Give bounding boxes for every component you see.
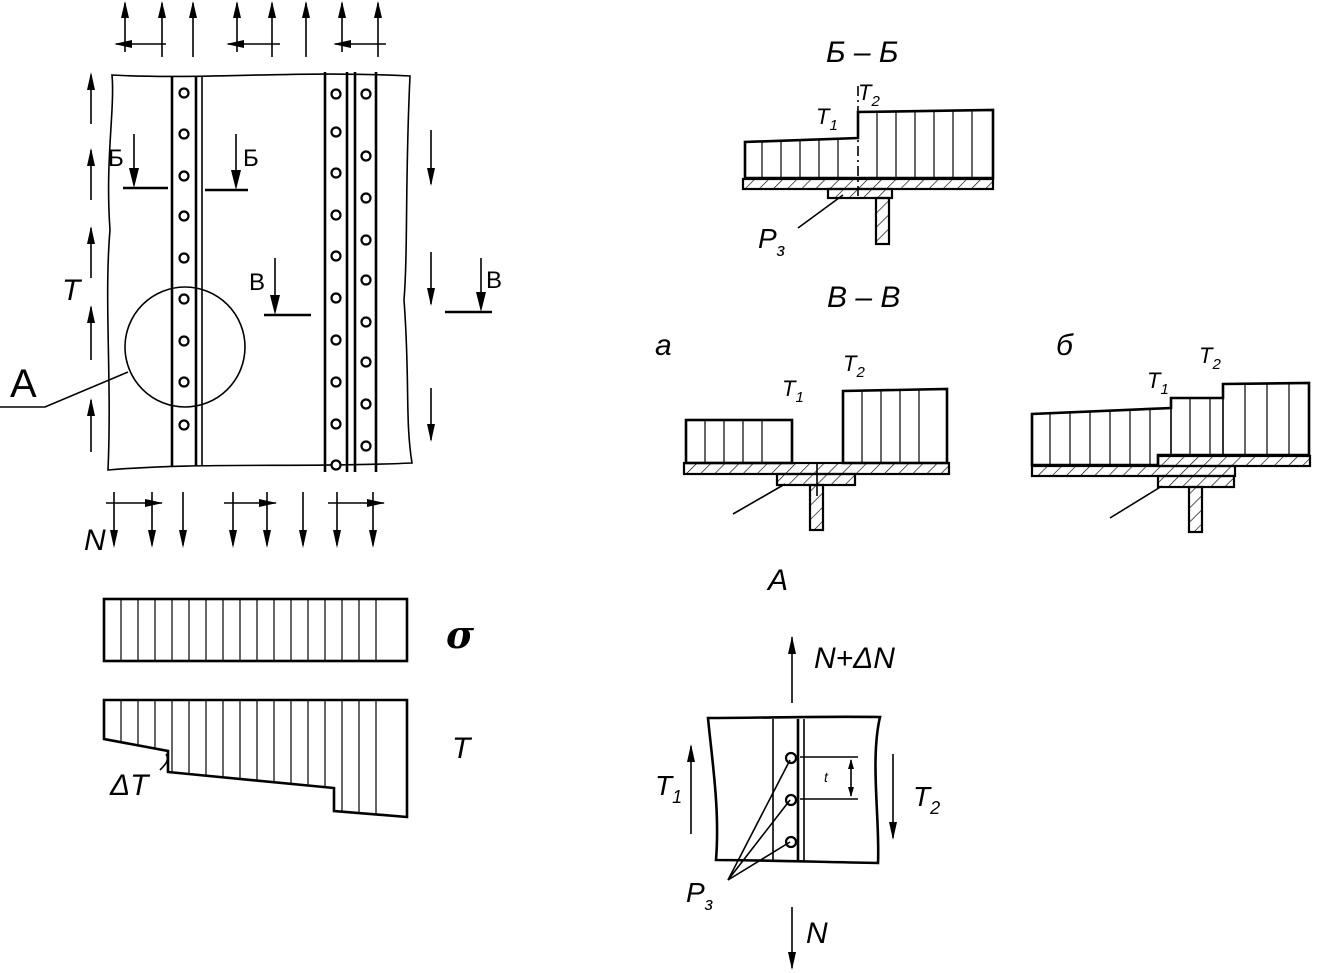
detail-T2: Т2: [913, 781, 940, 818]
pitch-t-label: t: [824, 769, 829, 785]
shear-T-label: Т: [62, 274, 83, 307]
panel-plan-view: А Б Б В В: [0, 1, 502, 557]
rivet: [330, 250, 342, 262]
va-T1: Т1: [782, 376, 804, 406]
rivet: [178, 252, 190, 264]
rivet: [330, 88, 342, 100]
cut-b-label-left: Б: [108, 145, 124, 172]
rivet: [784, 751, 798, 765]
rivet: [178, 335, 190, 347]
rivet: [330, 209, 342, 221]
rivet: [178, 87, 190, 99]
cut-v-label-right: В: [486, 267, 502, 294]
normal-N-label: N: [84, 524, 106, 557]
rivet: [360, 150, 372, 162]
cut-b-label-right: Б: [243, 145, 259, 172]
rivet: [178, 170, 190, 182]
rivet: [360, 192, 372, 204]
section-b-b: Б – Б Т1 Т2 Рз: [741, 36, 995, 260]
detail-Pz: Рз: [686, 877, 713, 914]
vb-pz-leader: [1109, 485, 1163, 519]
bb-T1: Т1: [816, 104, 838, 134]
rivet-row-2: [330, 88, 342, 471]
rivet: [330, 167, 342, 179]
section-v-v-variant-b: б Т1 Т2: [1030, 329, 1312, 534]
detail-rivets: [784, 751, 798, 849]
rivet: [330, 334, 342, 346]
rivet: [178, 210, 190, 222]
rivet: [360, 440, 372, 452]
rivet: [330, 459, 342, 471]
delta-T-label: ΔТ: [109, 769, 151, 802]
va-pz-leader: [732, 483, 786, 515]
rivet: [360, 316, 372, 328]
rivet: [330, 376, 342, 388]
section-vv-title: В – В: [827, 281, 900, 314]
cut-v-label-left: В: [249, 269, 265, 296]
rivet: [360, 234, 372, 246]
detail-T1: Т1: [655, 770, 682, 807]
rivet: [360, 88, 372, 100]
sigma-label: σ: [446, 612, 475, 657]
detail-a-leader: [0, 371, 129, 408]
shear-arrows-right: [427, 130, 435, 442]
section-cut-v: В В: [249, 258, 502, 317]
detail-a-callout: А: [10, 362, 37, 406]
variant-b-label: б: [1056, 329, 1074, 362]
N-bottom-label: N: [806, 917, 828, 950]
sigma-diagram: σ: [102, 597, 475, 663]
detail-a-title: А: [766, 564, 788, 597]
rivet-row-1: [178, 87, 190, 431]
rivet: [360, 398, 372, 410]
rivet: [360, 274, 372, 286]
rivet: [330, 292, 342, 304]
rivet: [178, 293, 190, 305]
rivet: [178, 419, 190, 431]
vb-T2: Т2: [1199, 343, 1221, 373]
shear-flow-diagram: Т ΔТ: [102, 698, 473, 819]
bb-pz-leader: [797, 194, 844, 229]
section-cut-b: Б Б: [108, 134, 259, 192]
bb-T2: Т2: [858, 80, 880, 110]
shear-arrows-left: [87, 72, 95, 452]
section-v-v-variant-a: а Т1 Т2: [655, 329, 951, 532]
bottom-force-arrows: [106, 492, 385, 548]
top-force-arrows: [114, 1, 386, 57]
variant-a-label: а: [655, 329, 672, 362]
section-bb-title: Б – Б: [826, 36, 898, 69]
N-plus-dN-label: N+ΔN: [814, 642, 895, 675]
panel-outline: [106, 73, 413, 471]
rivet-row-3: [360, 88, 372, 452]
bb-Pz: Рз: [758, 223, 785, 260]
shear-diagram-T-label: Т: [452, 732, 473, 765]
detail-a: А N+ΔN t Т1 Т2 Рз N: [655, 564, 940, 970]
rivet: [360, 356, 372, 368]
rivet: [330, 418, 342, 430]
rivet: [330, 126, 342, 138]
rivet: [784, 835, 798, 849]
rivet: [178, 128, 190, 140]
detail-a-circle: [124, 286, 246, 408]
va-T2: Т2: [843, 351, 865, 381]
vb-T1: Т1: [1147, 368, 1169, 398]
rivet: [178, 376, 190, 388]
